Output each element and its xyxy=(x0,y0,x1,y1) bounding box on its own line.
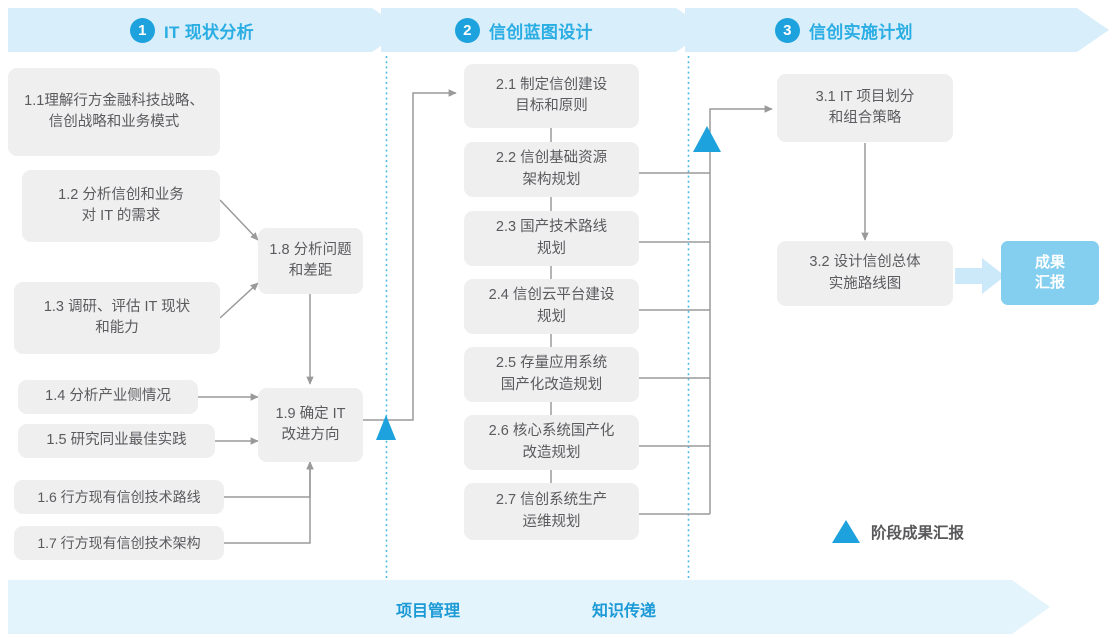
node-1-8[interactable]: 1.8 分析问题 和差距 xyxy=(258,228,363,294)
circled-number-1-icon: 1 xyxy=(130,17,155,43)
circled-number-2-icon: 2 xyxy=(455,17,480,43)
phase-header-2[interactable]: 2 信创蓝图设计 xyxy=(455,8,593,52)
circled-number-3-icon: 3 xyxy=(775,17,800,43)
node-1-9[interactable]: 1.9 确定 IT 改进方向 xyxy=(258,388,363,462)
lane-label-project-management: 项目管理 xyxy=(396,603,461,620)
phase-header-3[interactable]: 3 信创实施计划 xyxy=(775,8,913,52)
milestone-triangle-phase1 xyxy=(376,415,396,440)
node-2-3[interactable]: 2.3 国产技术路线 规划 xyxy=(464,211,639,266)
node-1-2[interactable]: 1.2 分析信创和业务 对 IT 的需求 xyxy=(22,170,220,242)
node-3-1[interactable]: 3.1 IT 项目划分 和组合策略 xyxy=(777,74,953,142)
node-2-5[interactable]: 2.5 存量应用系统 国产化改造规划 xyxy=(464,347,639,402)
phase-header-1-label: IT 现状分析 xyxy=(164,22,254,42)
node-2-6[interactable]: 2.6 核心系统国产化 改造规划 xyxy=(464,415,639,470)
milestone-triangle-phase2 xyxy=(693,126,721,152)
node-1-1[interactable]: 1.1理解行方金融科技战略、 信创战略和业务模式 xyxy=(8,68,220,156)
phase-header-1[interactable]: 1 IT 现状分析 xyxy=(130,8,254,52)
phase-header-2-label: 信创蓝图设计 xyxy=(489,22,593,42)
node-2-7[interactable]: 2.7 信创系统生产 运维规划 xyxy=(464,483,639,540)
legend-milestone: 阶段成果汇报 xyxy=(832,520,964,543)
node-1-7[interactable]: 1.7 行方现有信创技术架构 xyxy=(14,526,224,560)
blue-triangle-milestone-icon xyxy=(832,520,860,543)
node-1-3[interactable]: 1.3 调研、评估 IT 现状 和能力 xyxy=(14,282,220,354)
node-2-4[interactable]: 2.4 信创云平台建设 规划 xyxy=(464,279,639,334)
result-badge[interactable]: 成果 汇报 xyxy=(1001,241,1099,305)
lane-label-knowledge-transfer: 知识传递 xyxy=(592,603,657,620)
phase-band-1 xyxy=(8,8,404,52)
phase-header-3-label: 信创实施计划 xyxy=(809,22,913,42)
bottom-lane-band xyxy=(8,580,1050,634)
node-1-6[interactable]: 1.6 行方现有信创技术路线 xyxy=(14,480,224,514)
node-2-2[interactable]: 2.2 信创基础资源 架构规划 xyxy=(464,142,639,197)
node-1-5[interactable]: 1.5 研究同业最佳实践 xyxy=(18,424,215,458)
legend-milestone-label: 阶段成果汇报 xyxy=(871,524,965,542)
node-1-4[interactable]: 1.4 分析产业侧情况 xyxy=(18,380,198,414)
node-2-1[interactable]: 2.1 制定信创建设 目标和原则 xyxy=(464,64,639,128)
node-3-2[interactable]: 3.2 设计信创总体 实施路线图 xyxy=(777,241,953,306)
